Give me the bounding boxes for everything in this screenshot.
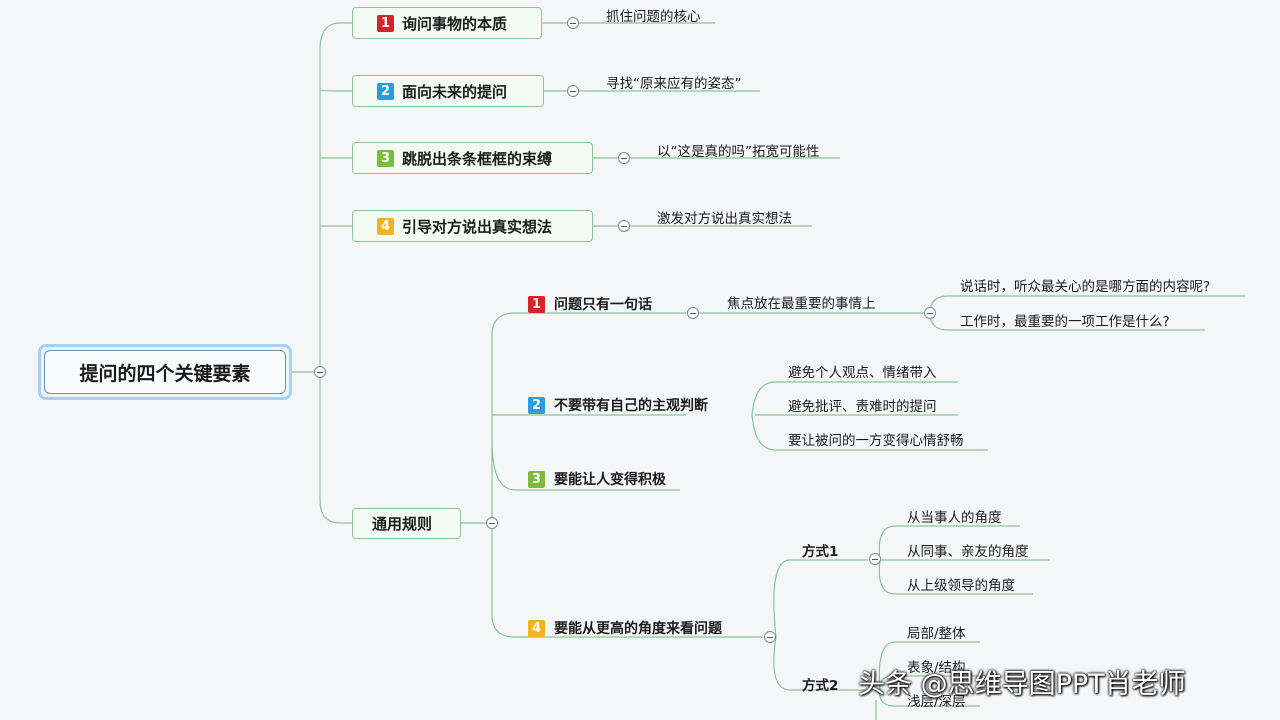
branch-4-label: 引导对方说出真实想法 — [402, 217, 553, 236]
number-badge-icon: 3 — [377, 149, 394, 167]
collapse-toggle-general[interactable] — [486, 517, 498, 529]
number-badge-icon: 3 — [528, 470, 545, 488]
rule-2-label: 不要带有自己的主观判断 — [554, 398, 708, 414]
number-badge-icon: 2 — [377, 82, 394, 100]
rule-1-child: 焦点放在最重要的事情上 — [727, 296, 876, 312]
way-1-label: 方式1 — [802, 544, 839, 560]
general-rules-topic[interactable]: 通用规则 — [352, 508, 461, 539]
branch-2-topic[interactable]: 2 面向未来的提问 — [352, 75, 544, 107]
collapse-toggle-branch-3[interactable] — [618, 152, 630, 164]
collapse-toggle-rule-1-child[interactable] — [924, 307, 936, 319]
rule-2-topic[interactable]: 2 不要带有自己的主观判断 — [528, 395, 708, 415]
number-badge-icon: 1 — [528, 295, 545, 313]
branch-2-label: 面向未来的提问 — [402, 82, 508, 101]
way-2-leaf-1: 局部/整体 — [907, 626, 966, 642]
way-1-leaf-1: 从当事人的角度 — [907, 510, 1002, 526]
rule-3-label: 要能让人变得积极 — [554, 472, 666, 488]
collapse-toggle-branch-2[interactable] — [567, 85, 579, 97]
rule-1-leaf-1: 说话时，听众最关心的是哪方面的内容呢? — [960, 279, 1211, 295]
collapse-toggle-branch-4[interactable] — [618, 220, 630, 232]
branch-3-detail: 以“这是真的吗”拓宽可能性 — [657, 144, 820, 160]
collapse-toggle-way-1[interactable] — [869, 553, 881, 565]
rule-3-topic[interactable]: 3 要能让人变得积极 — [528, 469, 666, 489]
branch-2-detail: 寻找“原来应有的姿态” — [606, 76, 742, 92]
rule-1-label: 问题只有一句话 — [554, 297, 652, 313]
rule-2-leaf-3: 要让被问的一方变得心情舒畅 — [788, 433, 964, 449]
rule-2-leaf-2: 避免批评、责难时的提问 — [788, 399, 937, 415]
way-2-leaf-3: 浅层/深层 — [907, 694, 966, 710]
rule-4-label: 要能从更高的角度来看问题 — [554, 621, 722, 637]
number-badge-icon: 4 — [528, 619, 545, 637]
collapse-toggle-root[interactable] — [314, 366, 326, 378]
collapse-toggle-rule-4[interactable] — [764, 631, 776, 643]
branch-3-topic[interactable]: 3 跳脱出条条框框的束缚 — [352, 142, 593, 174]
branch-3-label: 跳脱出条条框框的束缚 — [402, 149, 553, 168]
number-badge-icon: 4 — [377, 217, 394, 235]
watermark-text: 头条 @思维导图PPT肖老师 — [858, 669, 1186, 700]
way-2-leaf-2: 表象/结构 — [907, 660, 966, 676]
number-badge-icon: 1 — [377, 14, 394, 32]
general-rules-label: 通用规则 — [372, 515, 433, 533]
branch-1-topic[interactable]: 1 询问事物的本质 — [352, 7, 542, 39]
way-1-leaf-3: 从上级领导的角度 — [907, 578, 1015, 594]
collapse-toggle-rule-1[interactable] — [687, 307, 699, 319]
root-topic[interactable]: 提问的四个关键要素 — [38, 344, 292, 400]
branch-4-detail: 激发对方说出真实想法 — [657, 211, 792, 227]
rule-1-topic[interactable]: 1 问题只有一句话 — [528, 294, 652, 314]
collapse-toggle-branch-1[interactable] — [567, 17, 579, 29]
way-1-leaf-2: 从同事、亲友的角度 — [907, 544, 1029, 560]
branch-1-detail: 抓住问题的核心 — [606, 9, 701, 25]
branch-1-label: 询问事物的本质 — [402, 14, 508, 33]
branch-4-topic[interactable]: 4 引导对方说出真实想法 — [352, 210, 593, 242]
root-topic-title: 提问的四个关键要素 — [44, 350, 286, 394]
rule-1-leaf-2: 工作时，最重要的一项工作是什么? — [960, 314, 1170, 330]
number-badge-icon: 2 — [528, 396, 545, 414]
way-2-label: 方式2 — [802, 678, 839, 694]
rule-4-topic[interactable]: 4 要能从更高的角度来看问题 — [528, 618, 722, 638]
rule-2-leaf-1: 避免个人观点、情绪带入 — [788, 365, 937, 381]
